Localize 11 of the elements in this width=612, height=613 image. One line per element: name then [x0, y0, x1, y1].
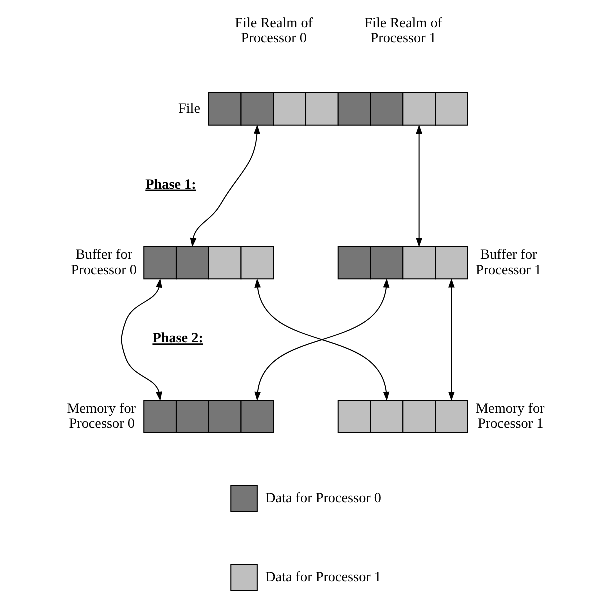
- node-label: Buffer for Processor 1: [476, 247, 542, 278]
- label: File Realm of Processor 0: [235, 15, 314, 47]
- label: Phase 2:: [152, 330, 204, 347]
- legend-label: Data for Processor 1: [266, 569, 382, 586]
- label: File Realm of Processor 1: [364, 15, 443, 47]
- node-label: Memory for Processor 0: [67, 400, 136, 432]
- node-label: Buffer for Processor 0: [71, 247, 137, 278]
- label: Phase 1:: [146, 176, 196, 193]
- node-label: Memory for Processor 1: [476, 400, 545, 432]
- node-label: File: [178, 100, 201, 117]
- legend-label: Data for Processor 0: [266, 490, 382, 506]
